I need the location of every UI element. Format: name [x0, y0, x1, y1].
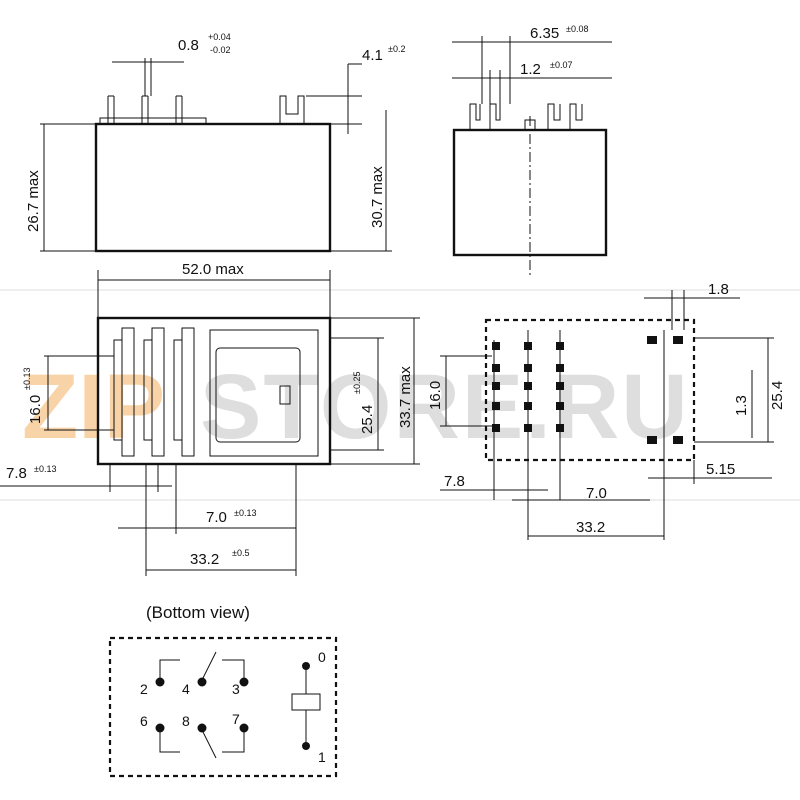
pin-thickness-dim: 1.2	[520, 61, 541, 78]
pin	[141, 95, 149, 124]
pcb-pad	[492, 364, 500, 372]
pin-width-tol-plus: +0.04	[208, 32, 231, 42]
pcb-pad	[492, 382, 500, 390]
width-dim: 33.7 max	[397, 366, 414, 428]
pin	[107, 95, 115, 124]
bottom-view-schematic: (Bottom view) 0 1 2 3 4 6 7 8	[108, 603, 338, 778]
coil-pad	[673, 436, 683, 444]
pin-label-3: 3	[232, 681, 240, 697]
watermark-logo: ZIP	[22, 356, 165, 458]
pitch-tol: ±0.08	[566, 24, 588, 34]
pin-label-6: 6	[140, 713, 148, 729]
spacing-tol: ±0.13	[234, 508, 256, 518]
span-tol: ±0.5	[232, 548, 249, 558]
pin	[547, 103, 583, 130]
height-a-dim: 16.0	[27, 395, 44, 424]
height-b-dim: 25.4	[359, 405, 376, 434]
pin-width-dim: 0.8	[178, 37, 199, 54]
coil-pad	[647, 336, 657, 344]
spacing-dim: 7.0	[206, 509, 227, 526]
pin-label-4: 4	[182, 681, 190, 697]
schematic-title: (Bottom view)	[146, 603, 250, 622]
pcb-d8: 33.2	[576, 519, 605, 536]
pcb-d7: 5.15	[706, 461, 735, 478]
pcb-outline	[484, 318, 696, 462]
end-view: 6.35 ±0.08 1.2 ±0.07	[452, 24, 612, 275]
pin-shoulder	[99, 117, 207, 124]
body-height-dim: 26.7 max	[25, 170, 42, 232]
pcb-d5: 7.8	[444, 473, 465, 490]
length-dim: 52.0 max	[182, 261, 244, 278]
watermark: ZIP STORE.RU	[0, 289, 800, 501]
relay-body-side	[94, 122, 332, 253]
pcb-d2: 16.0	[427, 381, 444, 410]
side-view: 0.8 +0.04 -0.02 4.1 ±0.2 26.7 max 30.7 m…	[25, 32, 405, 253]
pin	[175, 95, 183, 124]
pin-thickness-tol: ±0.07	[550, 60, 572, 70]
pin-width-tol-minus: -0.02	[210, 45, 231, 55]
pin-label-0: 0	[318, 649, 326, 665]
pcb-d3: 25.4	[769, 381, 786, 410]
offset-tol: ±0.13	[34, 464, 56, 474]
pcb-pad	[492, 342, 500, 350]
pcb-d6: 7.0	[586, 485, 607, 502]
coil-pad	[673, 336, 683, 344]
pin-label-7: 7	[232, 711, 240, 727]
watermark-text: STORE.RU	[200, 356, 690, 458]
pcb-pad	[492, 402, 500, 410]
pin-length-tol: ±0.2	[388, 44, 405, 54]
pin-label-8: 8	[182, 713, 190, 729]
pitch-dim: 6.35	[530, 25, 559, 42]
pin-label-2: 2	[140, 681, 148, 697]
schematic-outline	[108, 636, 338, 778]
span-dim: 33.2	[190, 551, 219, 568]
height-a-tol: ±0.13	[22, 368, 32, 390]
pcb-d1: 1.8	[708, 281, 729, 298]
pin-label-1: 1	[318, 749, 326, 765]
pcb-d4: 1.3	[733, 395, 750, 416]
relay-body-top	[96, 316, 332, 466]
pin-length-dim: 4.1	[362, 47, 383, 64]
total-height-dim: 30.7 max	[369, 166, 386, 228]
pin	[279, 95, 305, 124]
offset-dim: 7.8	[6, 465, 27, 482]
pcb-layout: 1.8 16.0 25.4 1.3 7.8 7.0 5.15 33.2	[427, 281, 786, 540]
top-view: 52.0 max 16.0 ±0.13 25.4 ±0.25 33.7 max …	[0, 261, 420, 576]
coil-pad	[647, 436, 657, 444]
pcb-pad	[492, 424, 500, 432]
pin	[469, 103, 501, 130]
height-b-tol: ±0.25	[352, 372, 362, 394]
